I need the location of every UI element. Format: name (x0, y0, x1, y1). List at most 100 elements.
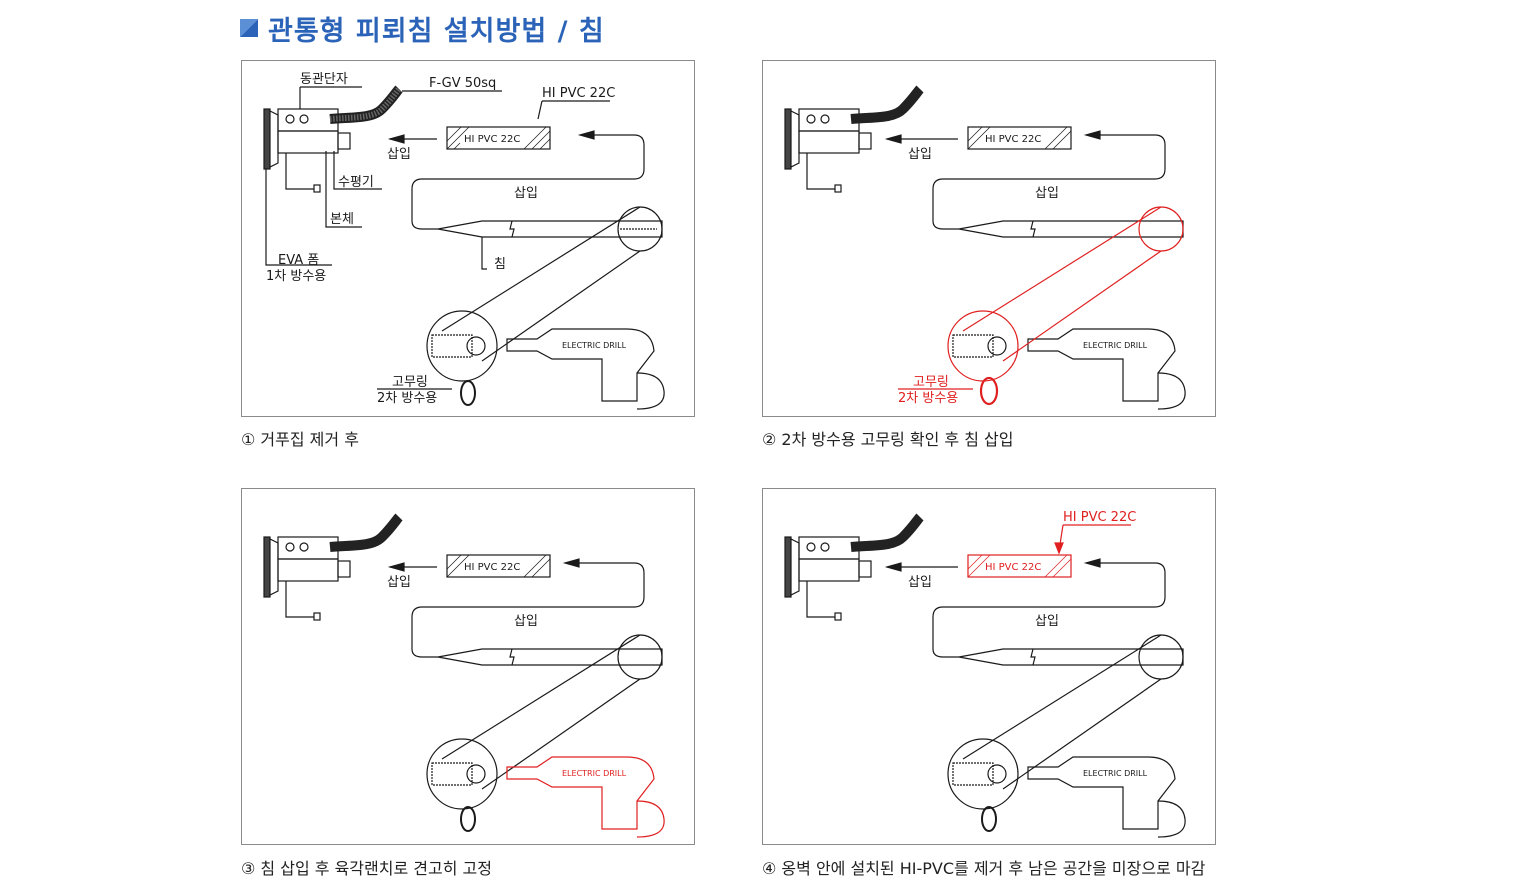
label-pipe-inner: HI PVC 22C (985, 562, 1041, 573)
arrow-head-1 (884, 134, 902, 144)
label-drill: ELECTRIC DRILL (1083, 341, 1148, 350)
pipe-rect (967, 126, 1072, 150)
wall-plate (263, 108, 271, 170)
eva-foam (269, 110, 279, 168)
label-insert-2: 삽입 (514, 186, 538, 201)
screw-line (285, 581, 314, 618)
label-drill: ELECTRIC DRILL (562, 769, 627, 778)
page-title: 관통형 피뢰침 설치방법 / 침 (240, 10, 605, 47)
label-body: 본체 (330, 212, 354, 227)
detail-thread (431, 334, 473, 358)
label-ring-1: 고무링 (392, 375, 428, 390)
terminal-hole-1 (806, 542, 816, 552)
leader-level (333, 151, 382, 190)
rod (958, 648, 1184, 666)
drill-body (1027, 756, 1176, 830)
detail-circle (426, 310, 498, 382)
arrow-head-1 (387, 134, 405, 144)
drawing-group (263, 513, 663, 832)
rubber-ring (460, 806, 476, 832)
label-rod: 침 (494, 257, 506, 272)
diagram-panel-4: HI PVC 22C HI PVC 22C 삽입 삽입 ELECTRIC DRI… (762, 488, 1216, 845)
diagram-1: 동관단자 F-GV 50sq HI PVC 22C HI PVC 22C 삽입 … (263, 72, 665, 410)
cable (850, 85, 924, 124)
rod-zoom-circle (1138, 634, 1184, 680)
detail-circle (426, 738, 498, 810)
terminal-hole-1 (806, 114, 816, 124)
caption-1: ① 거푸집 제거 후 (241, 430, 359, 449)
label-insert-1: 삽입 (908, 147, 932, 162)
label-level: 수평기 (338, 175, 374, 190)
label-foam-2: 1차 방수용 (266, 269, 326, 284)
drill-handle (1157, 372, 1186, 410)
label-terminal: 동관단자 (300, 72, 348, 87)
zoom-line-2 (1002, 678, 1162, 790)
zoom-line-1 (962, 634, 1162, 760)
wall-plate (784, 108, 792, 170)
diagram-panel-2: HI PVC 22C 삽입 삽입 ELECTRIC DRILL 고무링 2차 방… (762, 60, 1216, 417)
rod-break (509, 648, 515, 666)
zoom-line-1 (441, 634, 641, 760)
diagram-panel-3: HI PVC 22C 삽입 삽입 ELECTRIC DRILL (241, 488, 695, 845)
rod (437, 648, 663, 666)
terminal-hole-1 (285, 114, 295, 124)
detail-nut (466, 336, 486, 356)
wall-plate (263, 536, 271, 598)
insert-path (932, 134, 1166, 230)
leader-pipe-arrow (1054, 542, 1064, 555)
highlight-group (967, 524, 1131, 578)
caption-2: ② 2차 방수용 고무링 확인 후 침 삽입 (762, 430, 1014, 449)
label-insert-2: 삽입 (1035, 186, 1059, 201)
diagram-panel-1: 동관단자 F-GV 50sq HI PVC 22C HI PVC 22C 삽입 … (241, 60, 695, 417)
leader-rod (481, 237, 487, 270)
label-drill: ELECTRIC DRILL (1083, 769, 1148, 778)
insert-path (411, 562, 645, 658)
body-stub (337, 132, 351, 150)
drawing-group (784, 85, 1186, 410)
drill-body (1027, 328, 1176, 402)
screw-head (313, 612, 321, 621)
rod-break (1030, 648, 1036, 666)
main-body (277, 558, 339, 582)
main-body (277, 130, 339, 154)
body-stub (858, 560, 872, 578)
screw-head (313, 184, 321, 193)
pipe-rect (446, 126, 551, 150)
terminal-hole-1 (285, 542, 295, 552)
label-ring-2: 2차 방수용 (377, 391, 437, 406)
detail-nut (466, 764, 486, 784)
rod-zoom-circle (1138, 206, 1184, 252)
diagram-2: HI PVC 22C 삽입 삽입 ELECTRIC DRILL 고무링 2차 방… (784, 85, 1186, 410)
screw-line (806, 581, 835, 618)
arrow-head-2 (577, 130, 595, 140)
cable-braid (329, 86, 402, 122)
terminal-hole-2 (299, 114, 309, 124)
detail-thread (431, 762, 473, 786)
main-body (798, 130, 860, 154)
diagram-4: HI PVC 22C HI PVC 22C 삽입 삽입 ELECTRIC DRI… (784, 510, 1186, 838)
leader-foam (265, 169, 332, 266)
detail-nut (987, 336, 1007, 356)
zoom-line-1 (962, 206, 1162, 332)
drill-body (506, 756, 655, 830)
rubber-ring (981, 806, 997, 832)
rod-break (509, 220, 515, 238)
screw-line (285, 153, 314, 190)
terminal-hole-2 (299, 542, 309, 552)
label-pipe: HI PVC 22C (1063, 510, 1136, 525)
label-pipe-inner: HI PVC 22C (464, 134, 520, 145)
detail-circle (947, 738, 1019, 810)
detail-nut (987, 764, 1007, 784)
screw-head (834, 612, 842, 621)
label-insert-1: 삽입 (387, 575, 411, 590)
eva-foam (269, 538, 279, 596)
pipe-rect (967, 554, 1072, 578)
label-ring-2: 2차 방수용 (898, 391, 958, 406)
main-body (798, 558, 860, 582)
label-insert-2: 삽입 (514, 614, 538, 629)
label-wire: F-GV 50sq (429, 76, 496, 91)
arrow-head-2 (1083, 130, 1101, 140)
drill-handle (1157, 800, 1186, 838)
rod-zoom-circle (617, 634, 663, 680)
eva-foam (790, 538, 800, 596)
